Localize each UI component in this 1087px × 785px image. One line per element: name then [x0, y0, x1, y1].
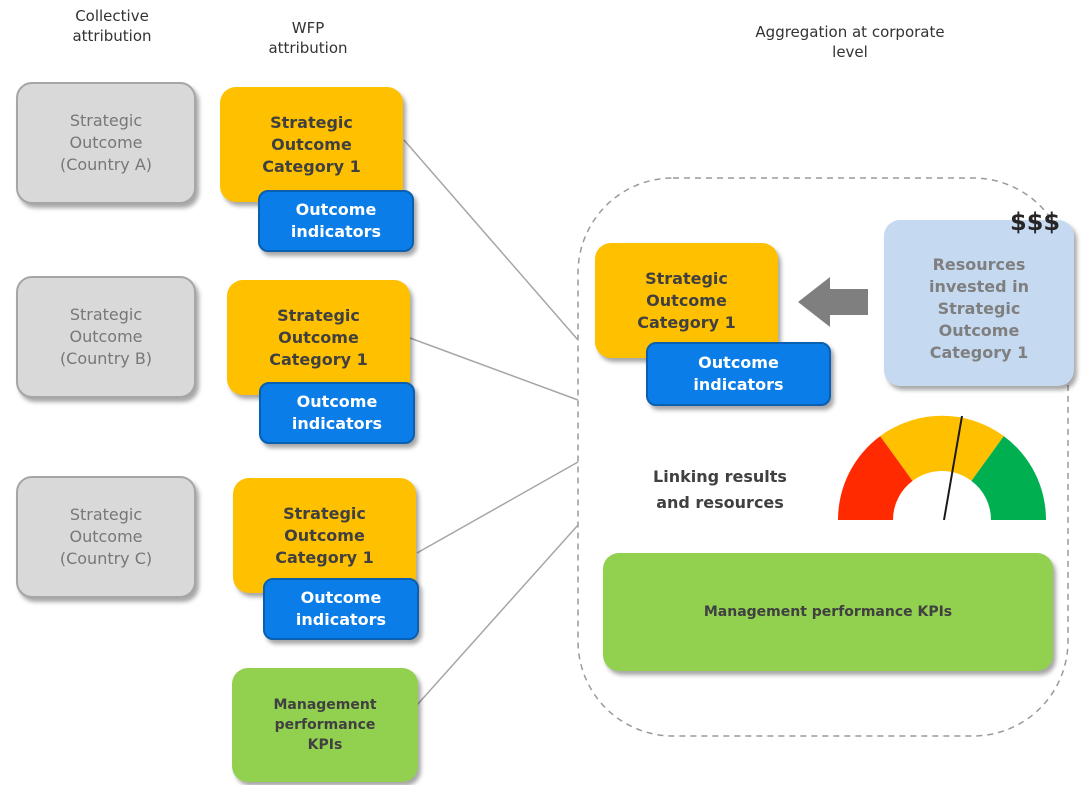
gauge-red-segment — [837, 436, 913, 520]
header-collective-attribution: Collective attribution — [72, 7, 152, 45]
outcome-indicators-b: Outcome indicators — [259, 382, 415, 444]
gauge-yellow-segment — [880, 415, 1004, 481]
corporate-category-box: Strategic Outcome Category 1 — [595, 243, 778, 358]
corporate-outcome-indicators: Outcome indicators — [646, 342, 831, 406]
header-wfp-attribution: WFP attribution — [268, 19, 348, 57]
corporate-management-kpis: Management performance KPIs — [603, 553, 1053, 671]
country-c-outcome: Strategic Outcome (Country C) — [16, 476, 196, 598]
gauge-green-segment — [971, 436, 1047, 520]
outcome-indicators-c: Outcome indicators — [263, 578, 419, 640]
currency-label: $$$ — [1010, 208, 1061, 236]
country-a-outcome: Strategic Outcome (Country A) — [16, 82, 196, 204]
gauge-icon — [837, 415, 1047, 521]
category-box-b: Strategic Outcome Category 1 — [227, 280, 410, 395]
gauge-needle — [943, 415, 963, 521]
corporate-level-region — [577, 177, 1069, 737]
header-aggregation: Aggregation at corporate level — [755, 23, 945, 61]
resources-invested-box: Resources invested in Strategic Outcome … — [884, 220, 1074, 386]
connector-line-2 — [409, 337, 579, 401]
category-box-a: Strategic Outcome Category 1 — [220, 87, 403, 202]
connector-line-3 — [416, 461, 579, 554]
country-b-outcome: Strategic Outcome (Country B) — [16, 276, 196, 398]
connector-line-4 — [416, 524, 579, 706]
connector-line-1 — [403, 139, 579, 341]
linking-results-label: Linking results and resources — [653, 467, 787, 512]
left-arrow-icon — [798, 277, 868, 327]
outcome-indicators-a: Outcome indicators — [258, 190, 414, 252]
management-kpis-small: Management performance KPIs — [232, 668, 418, 782]
category-box-c: Strategic Outcome Category 1 — [233, 478, 416, 593]
